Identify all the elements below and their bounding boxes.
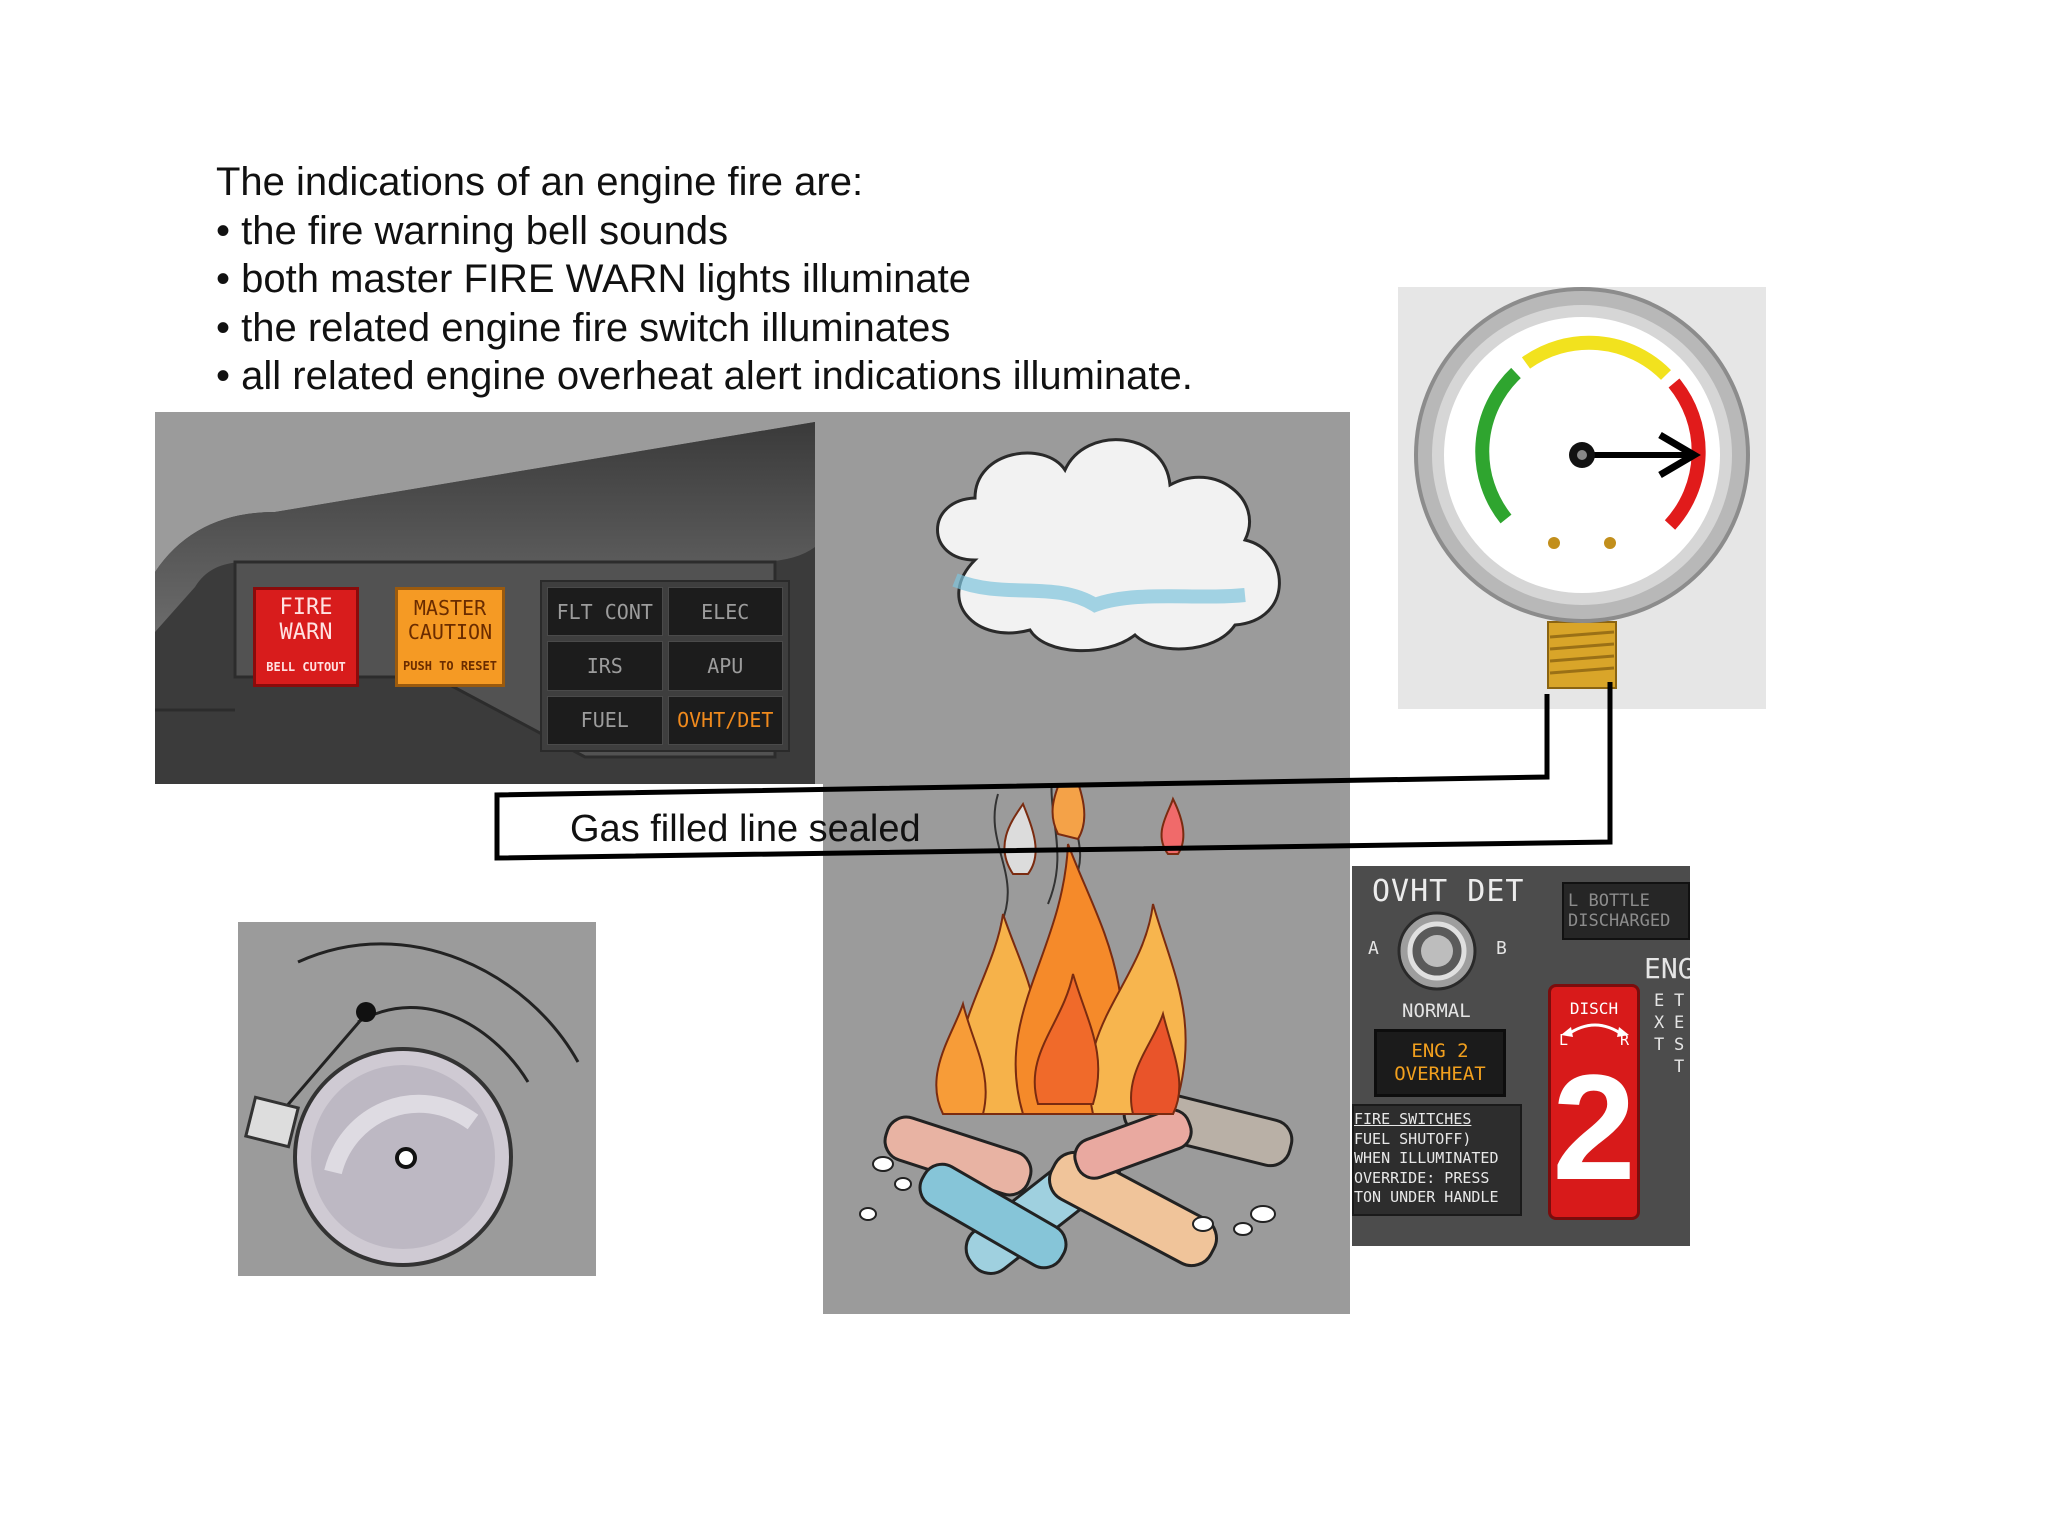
eng2-overheat-light: ENG 2 OVERHEAT (1374, 1029, 1506, 1097)
pressure-gauge (1398, 287, 1766, 709)
disch-label: DISCH (1569, 999, 1619, 1018)
annunciator-ovht-det[interactable]: OVHT/DET (667, 695, 783, 745)
placard-line: OVERRIDE: PRESS (1354, 1168, 1490, 1187)
list-item: both master FIRE WARN lights illuminate (216, 255, 1416, 304)
bottle-line1: L BOTTLE (1568, 891, 1650, 911)
master-caution-sub: PUSH TO RESET (403, 659, 497, 673)
ext-label: E X T (1654, 990, 1668, 1056)
ext-letter: X (1654, 1013, 1665, 1033)
bottle-line2: DISCHARGED (1568, 911, 1671, 931)
fire-bell (238, 922, 596, 1276)
eng2-overheat-line1: ENG 2 (1411, 1040, 1469, 1062)
test-letter: T (1674, 1057, 1685, 1077)
selector-normal-label: NORMAL (1402, 1000, 1471, 1022)
handle-left-label: L (1559, 1031, 1569, 1049)
ext-letter: T (1654, 1035, 1665, 1055)
annunciator-irs[interactable]: IRS (547, 641, 663, 691)
intro-text: The indications of an engine fire are: t… (216, 158, 1416, 401)
annunciator-flt-cont[interactable]: FLT CONT (547, 587, 663, 637)
campfire-icon (859, 753, 1294, 1275)
placard-line: FUEL SHUTOFF) (1354, 1129, 1472, 1148)
placard-line: WHEN ILLUMINATED (1354, 1149, 1499, 1167)
ovht-det-title: OVHT DET (1372, 874, 1525, 909)
fire-warn-sub: BELL CUTOUT (266, 659, 346, 674)
detector-selector-knob[interactable] (1396, 910, 1478, 992)
test-letter: S (1674, 1035, 1685, 1055)
smoke-cloud-icon (936, 438, 1281, 652)
handle-engine-number: 2 (1552, 1043, 1636, 1211)
eng-label: ENG (1644, 952, 1690, 985)
annunciator-elec[interactable]: ELEC (667, 587, 783, 637)
fire-control-panel: OVHT DET A B NORMAL ENG 2 OVERHEAT L BOT… (1352, 866, 1690, 1246)
selector-a-label: A (1368, 938, 1379, 959)
test-letter: E (1674, 1013, 1685, 1033)
gas-line-label: Gas filled line sealed (570, 808, 921, 850)
placard-line: FIRE SWITCHES (1354, 1110, 1472, 1128)
engine-2-fire-handle[interactable]: DISCH L R 2 (1548, 984, 1640, 1220)
gauge-icon (1414, 287, 1750, 689)
master-caution-line1: MASTER (413, 596, 487, 620)
selector-b-label: B (1496, 938, 1507, 959)
list-item: the fire warning bell sounds (216, 207, 1416, 256)
indication-list: the fire warning bell sounds both master… (216, 207, 1416, 401)
test-letter: T (1674, 991, 1685, 1011)
bottle-discharged-light: L BOTTLE DISCHARGED (1562, 882, 1690, 940)
fire-switches-placard: FIRE SWITCHES FUEL SHUTOFF) WHEN ILLUMIN… (1352, 1104, 1522, 1216)
fire-illustration (823, 753, 1350, 1314)
intro-heading: The indications of an engine fire are: (216, 160, 864, 204)
eng2-overheat-line2: OVERHEAT (1394, 1063, 1486, 1085)
ext-letter: E (1654, 991, 1665, 1011)
list-item: all related engine overheat alert indica… (216, 352, 1416, 401)
arrow-right-icon (1582, 431, 1701, 479)
system-annunciator-panel: FLT CONT ELEC IRS APU FUEL OVHT/DET (540, 580, 790, 752)
annunciator-fuel[interactable]: FUEL (547, 695, 663, 745)
annunciator-apu[interactable]: APU (667, 641, 783, 691)
handle-right-label: R (1619, 1031, 1629, 1049)
bell-icon (243, 942, 580, 1267)
double-arrow-icon (1561, 1023, 1629, 1037)
fire-warn-light[interactable]: FIRE WARN BELL CUTOUT (253, 587, 359, 687)
master-caution-line2: CAUTION (407, 620, 493, 644)
fire-warn-line1: FIRE (279, 594, 333, 620)
list-item: the related engine fire switch illuminat… (216, 304, 1416, 353)
test-label: T E S T (1674, 990, 1688, 1078)
placard-line: TON UNDER HANDLE (1354, 1188, 1499, 1206)
master-caution-light[interactable]: MASTER CAUTION PUSH TO RESET (395, 587, 505, 687)
fire-warn-line2: WARN (279, 619, 333, 645)
